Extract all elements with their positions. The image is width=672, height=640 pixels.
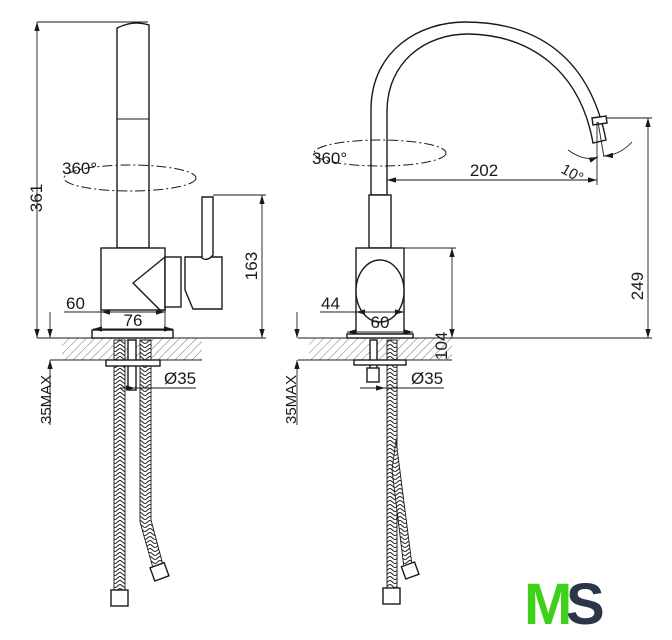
rotation-ellipse bbox=[313, 139, 447, 167]
side-view: 360° 361 163 60 76 Ø35 35MAX bbox=[27, 21, 266, 607]
dim-body-height: 104 bbox=[432, 332, 451, 360]
dim-total-height: 361 bbox=[27, 184, 46, 212]
dim-hole-diameter: Ø35 bbox=[164, 369, 196, 388]
countertop-hatch bbox=[309, 338, 452, 360]
handle-knob bbox=[355, 259, 405, 323]
dim-handle-height: 163 bbox=[242, 252, 261, 280]
logo-letter-s: S bbox=[566, 572, 605, 637]
dim-body-width: 60 bbox=[66, 294, 85, 313]
rotation-label: 360° bbox=[312, 149, 347, 168]
dim-hole-diameter: Ø35 bbox=[411, 369, 443, 388]
spout-tilt-label: 10° bbox=[558, 161, 586, 187]
dim-body-width: 44 bbox=[321, 294, 340, 313]
handle-block bbox=[184, 256, 223, 310]
dim-base-width: 76 bbox=[124, 311, 143, 330]
ms-logo: M S bbox=[524, 572, 605, 637]
dim-spout-reach: 202 bbox=[470, 161, 498, 180]
supply-hoses bbox=[353, 339, 420, 605]
dim-counter-max: 35MAX bbox=[38, 375, 55, 424]
base-plate bbox=[91, 329, 174, 339]
dim-base-width: 60 bbox=[371, 313, 390, 332]
gooseneck-spout bbox=[370, 21, 607, 196]
spout-pipe bbox=[116, 22, 150, 249]
rotation-label: 360° bbox=[62, 159, 97, 178]
front-view: 360° 10° 202 249 104 44 60 Ø35 bbox=[283, 21, 652, 605]
logo-letter-m: M bbox=[524, 572, 572, 637]
cartridge bbox=[164, 256, 182, 308]
dim-counter-max: 35MAX bbox=[283, 375, 300, 424]
spout-aerator bbox=[591, 115, 608, 126]
dim-spout-height: 249 bbox=[628, 272, 647, 300]
supply-hoses bbox=[105, 339, 170, 607]
base-plate bbox=[346, 333, 414, 339]
handle-lever bbox=[201, 196, 214, 261]
spout-neck bbox=[368, 194, 392, 249]
rotation-ellipse bbox=[63, 164, 197, 192]
